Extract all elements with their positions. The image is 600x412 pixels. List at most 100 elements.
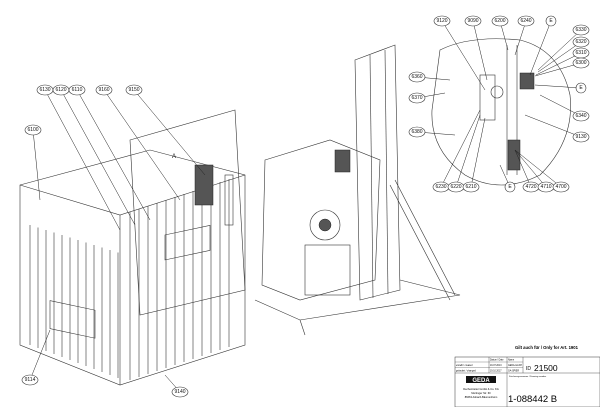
callout-label: 6200 xyxy=(494,18,505,24)
detail-callout-6330: 6330 xyxy=(572,24,590,36)
leader-line xyxy=(455,114,481,188)
drawing-number-label: Zeichnungsnummer / Drawing number xyxy=(509,375,546,378)
mast-and-drive-unit xyxy=(254,44,461,336)
leader-line xyxy=(133,89,206,176)
detail-callout-4700: 4700 xyxy=(552,181,570,193)
callout-9140: 9140 xyxy=(171,386,189,398)
detail-callout-E: E xyxy=(504,181,516,193)
callout-label: 6110 xyxy=(72,87,83,93)
leader-line xyxy=(524,114,582,138)
detail-callout-6360: 6360 xyxy=(408,71,426,83)
callout-label: 9130 xyxy=(575,134,586,140)
callout-label: E xyxy=(549,18,553,24)
callout-label: 9114 xyxy=(25,377,36,383)
leader-line xyxy=(29,329,51,381)
leader-line xyxy=(44,89,121,231)
leader-line xyxy=(514,149,547,188)
leader-line xyxy=(514,20,527,56)
callout-label: 6310 xyxy=(575,50,586,56)
callout-label: 6370 xyxy=(411,95,422,101)
callout-label: 9150 xyxy=(128,87,139,93)
leader-line xyxy=(514,149,562,188)
callout-label: 6230 xyxy=(435,184,446,190)
company-street: Mertinger Str. 60 xyxy=(471,391,491,395)
callout-label: 6360 xyxy=(411,74,422,80)
leader-line xyxy=(534,84,582,89)
callout-label: E xyxy=(508,184,512,190)
detail-view-inset xyxy=(431,38,571,186)
callout-9114: 9114 xyxy=(21,374,39,386)
row-created-name: GEDA-GmbH xyxy=(508,364,522,367)
callout-9150: 9150 xyxy=(125,84,143,96)
detail-callout-6300: 6300 xyxy=(572,57,590,69)
header-name: Name xyxy=(508,360,515,362)
leader-line xyxy=(60,89,136,226)
leader-lines xyxy=(29,20,582,393)
callout-label: E xyxy=(579,85,583,91)
detail-callout-9090: 9090 xyxy=(464,15,482,27)
leader-line xyxy=(535,52,582,76)
callout-label: 6300 xyxy=(575,60,586,66)
leader-line xyxy=(441,20,486,91)
leader-line xyxy=(76,89,151,221)
detail-callout-6220: 6220 xyxy=(447,181,465,193)
callout-label: 6320 xyxy=(575,39,586,45)
callout-label: 4710 xyxy=(540,184,551,190)
svg-text:GEDA: GEDA xyxy=(472,378,490,384)
leader-line xyxy=(32,129,41,201)
callout-label: 9090 xyxy=(467,18,478,24)
callout-label: 4700 xyxy=(555,184,566,190)
leader-line xyxy=(103,89,181,201)
leader-line xyxy=(537,29,582,71)
row-changed-name: GA-SPIER xyxy=(508,370,519,373)
leader-line xyxy=(440,109,481,188)
detail-callout-9130: 9130 xyxy=(572,131,590,143)
callout-label: 6240 xyxy=(520,18,531,24)
leader-line xyxy=(529,20,552,76)
detail-callout-6210: 6210 xyxy=(462,181,480,193)
callout-6100: 6100 xyxy=(24,124,42,136)
detail-callout-6230: 6230 xyxy=(432,181,450,193)
detail-callout-9120: 9120 xyxy=(433,15,451,27)
callout-label: 6130 xyxy=(39,87,50,93)
detail-callout-E: E xyxy=(575,82,587,94)
detail-callout-6370: 6370 xyxy=(408,92,426,104)
detail-callout-4720: 4720 xyxy=(522,181,540,193)
callout-label: 9160 xyxy=(98,87,109,93)
leader-line xyxy=(537,41,582,73)
detail-callout-6380: 6380 xyxy=(408,126,426,138)
callout-label: 6220 xyxy=(450,184,461,190)
company-logo: GEDA xyxy=(466,376,496,384)
validity-note: Gilt auch für / Only for Art. 1901 xyxy=(515,345,579,350)
cage-assembly xyxy=(19,109,246,386)
detail-callout-6320: 6320 xyxy=(572,36,590,48)
drawing-number: 1-088442 B xyxy=(508,394,557,405)
callout-label: 6330 xyxy=(575,27,586,33)
view-marker-a: A xyxy=(172,154,176,160)
leader-line xyxy=(534,62,582,77)
callout-label: 6100 xyxy=(27,127,38,133)
row-created-label: erstellt / created xyxy=(456,364,473,367)
detail-callout-6340: 6340 xyxy=(572,110,590,122)
row-changed-label: geändert / changed xyxy=(456,370,477,373)
detail-callout-4710: 4710 xyxy=(537,181,555,193)
row-changed-date: 19.10.2017 xyxy=(490,371,502,373)
callout-label: 6340 xyxy=(575,113,586,119)
company-name: Dechentreiter GmbH & Co. KG xyxy=(463,387,498,391)
leader-line xyxy=(472,20,488,81)
company-city: 86663 Asbach-Bäumenheim xyxy=(465,395,498,399)
leader-line xyxy=(539,94,582,117)
id-value: 21500 xyxy=(534,363,558,373)
detail-callout-6200: 6200 xyxy=(491,15,509,27)
row-created-date: 19.07.2013 xyxy=(490,365,502,367)
callout-label: 4720 xyxy=(525,184,536,190)
callout-9160: 9160 xyxy=(95,84,113,96)
callout-6120: 6120 xyxy=(52,84,70,96)
detail-callout-6240: 6240 xyxy=(517,15,535,27)
callout-6110: 6110 xyxy=(68,84,86,96)
detail-callout-E: E xyxy=(545,15,557,27)
leader-line xyxy=(470,117,486,188)
callout-label: 6120 xyxy=(55,87,66,93)
